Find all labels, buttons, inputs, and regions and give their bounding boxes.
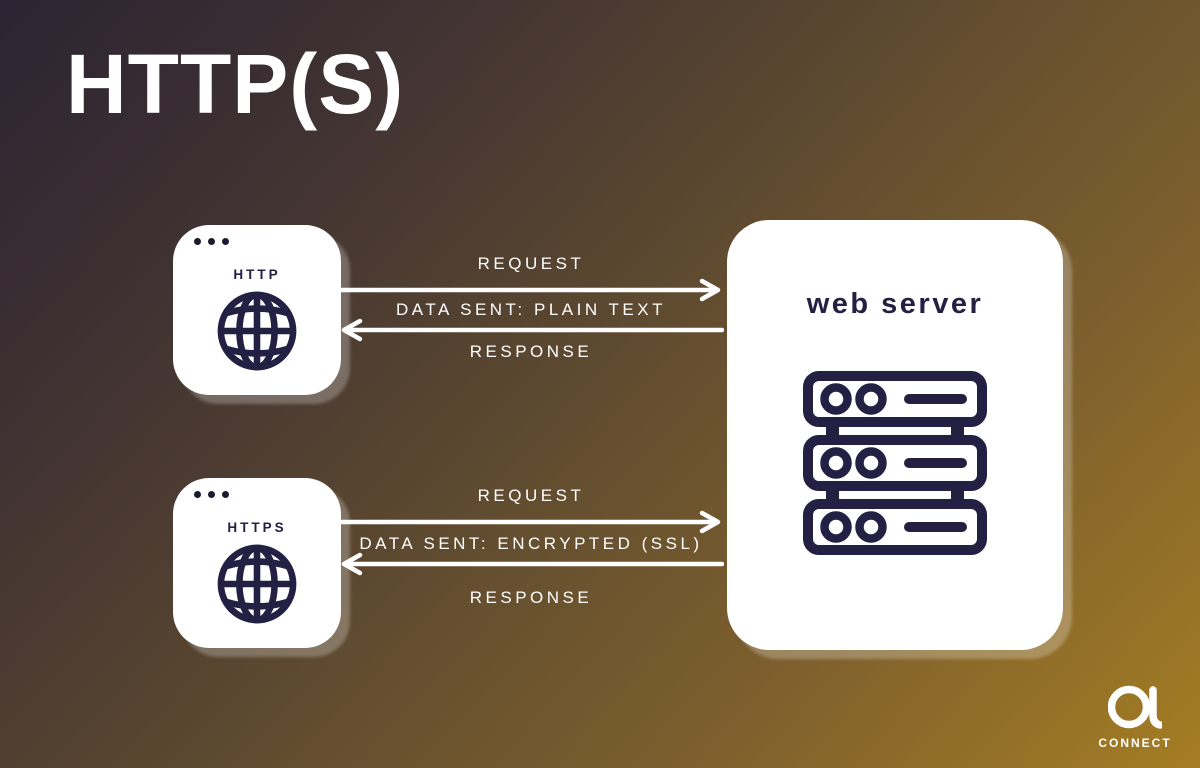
server-rack-icon [803,371,987,555]
web-server-label: web server [806,288,984,320]
https-client-card: HTTPS [173,478,341,648]
left-arrow-icon [341,318,724,342]
globe-icon [217,291,297,371]
right-arrow-icon [338,510,721,534]
window-dot-icon [194,491,201,498]
window-dot-icon [222,238,229,245]
http-flow: REQUEST DATA SENT: PLAIN TEXT RESPONSE [338,252,724,368]
web-server-card: web server [727,220,1063,650]
window-dot-icon [194,238,201,245]
window-dot-icon [208,238,215,245]
window-dot-icon [222,491,229,498]
http-response-label: RESPONSE [469,342,593,361]
brand-logo: CONNECT [1093,680,1177,750]
http-request-label: REQUEST [477,254,585,273]
browser-window-dots-icon [194,238,229,245]
browser-window-dots-icon [194,491,229,498]
https-flow: REQUEST DATA SENT: ENCRYPTED (SSL) RESPO… [338,484,724,618]
https-response-label: RESPONSE [469,588,593,607]
page-title: HTTP(S) [66,37,405,131]
http-data-sent-label: DATA SENT: PLAIN TEXT [396,300,666,319]
https-data-sent-label: DATA SENT: ENCRYPTED (SSL) [359,534,703,553]
https-request-label: REQUEST [477,486,585,505]
a-ring-logo-icon [1107,685,1164,729]
left-arrow-icon [341,552,724,576]
https-card-label: HTTPS [227,520,287,535]
window-dot-icon [208,491,215,498]
globe-icon [217,544,297,624]
http-client-card: HTTP [173,225,341,395]
brand-name-label: CONNECT [1098,736,1172,750]
http-card-label: HTTP [233,267,281,282]
right-arrow-icon [338,278,721,302]
